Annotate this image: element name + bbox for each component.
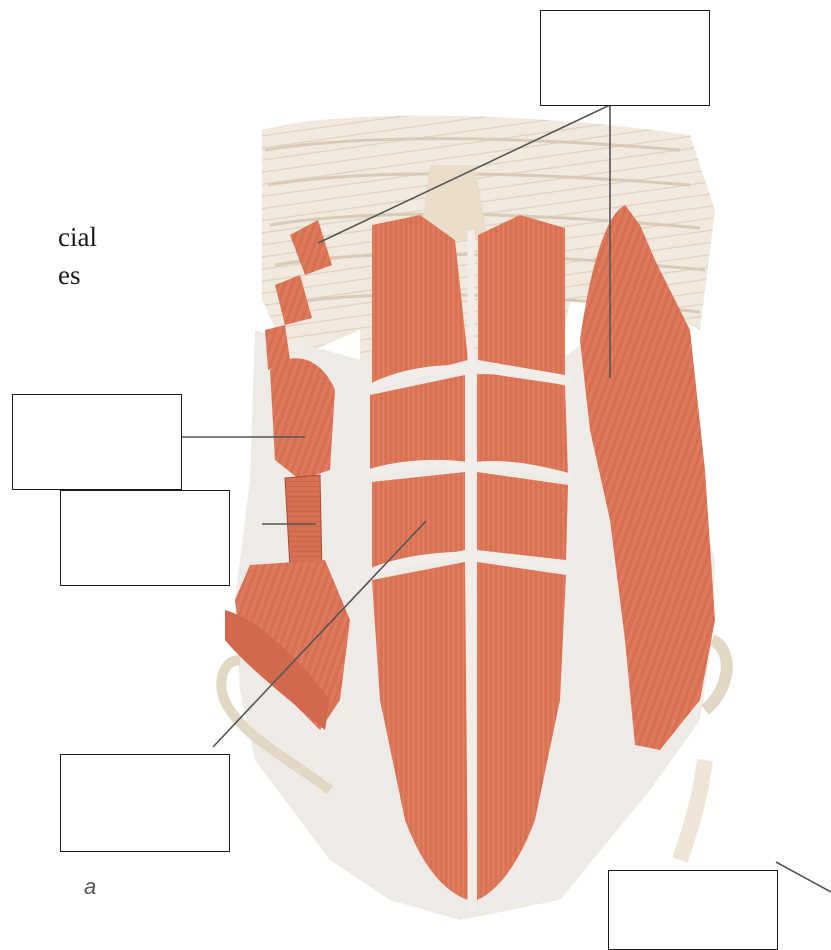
label-box-left-lower[interactable] — [60, 754, 230, 852]
internal-oblique-muscle — [270, 358, 335, 480]
transversus-abdominis-muscle — [285, 475, 322, 570]
partial-caption-line-2: es — [58, 258, 81, 292]
label-box-top-right[interactable] — [540, 10, 710, 106]
partial-caption-line-1: cial — [58, 220, 97, 254]
label-box-left-upper[interactable] — [12, 394, 182, 490]
label-box-left-middle[interactable] — [60, 490, 230, 586]
label-box-bottom-right[interactable] — [608, 870, 778, 950]
panel-letter: a — [84, 874, 96, 900]
